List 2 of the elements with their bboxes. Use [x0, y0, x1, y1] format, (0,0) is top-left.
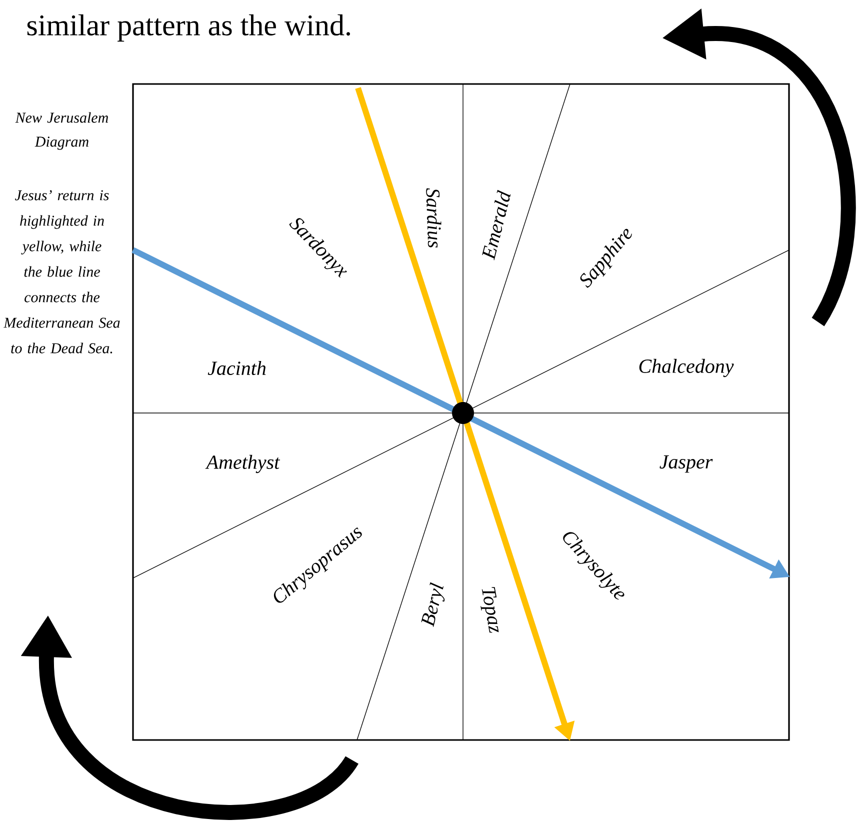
heading-text: similar pattern as the wind.	[27, 14, 350, 42]
side-note: New Jerusalem Diagram	[15, 112, 108, 150]
